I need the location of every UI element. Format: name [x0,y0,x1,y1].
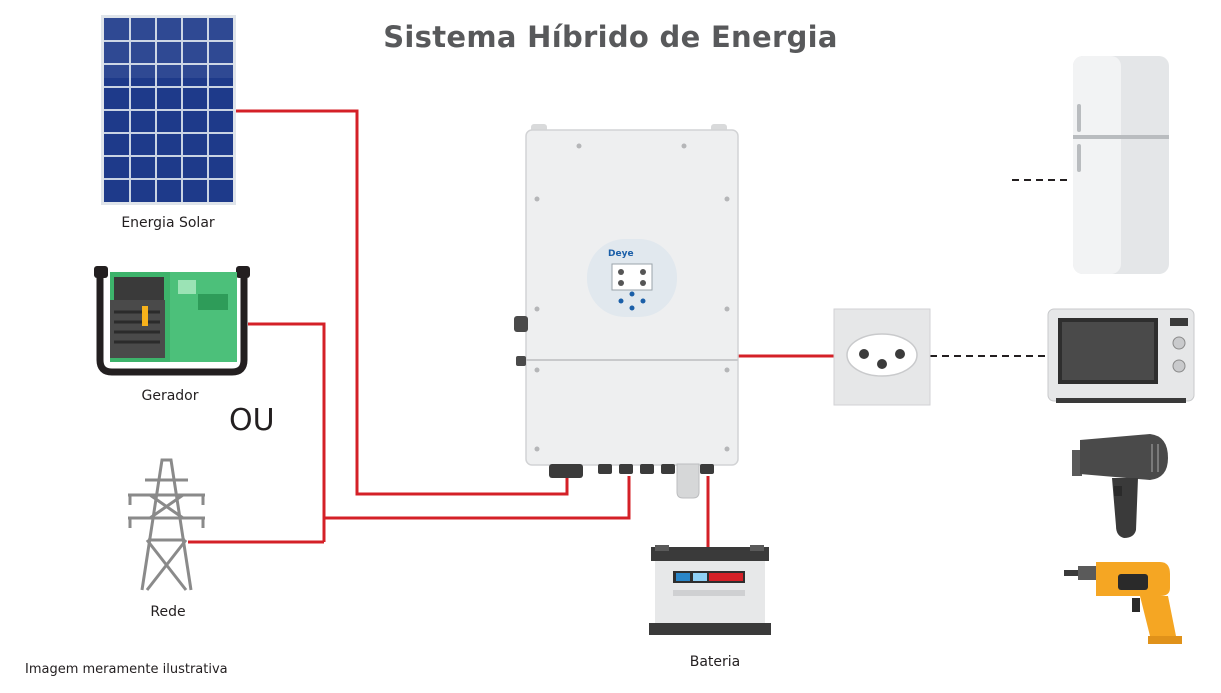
grid-inverter-wire [324,476,631,520]
generator-label: Gerador [141,388,199,404]
load-wires [930,179,1068,357]
or-label: OU [229,403,275,438]
refrigerator-icon [1073,56,1169,274]
microwave-icon [1047,308,1195,403]
battery-icon [649,545,771,635]
generator-icon [94,266,250,376]
hair-dryer-icon [1072,434,1168,538]
generator-wire [248,322,326,542]
solar-panel-icon [101,15,236,205]
inverter-brand-logo: Deye [608,249,634,259]
transmission-tower-icon [128,458,205,591]
diagram-title: Sistema Híbrido de Energia [383,20,838,54]
hybrid-inverter: Deye [514,124,739,499]
grid-label: Rede [150,604,186,620]
wall-outlet-icon [833,308,931,406]
battery-label: Bateria [689,654,741,670]
power-drill-icon [1064,562,1182,644]
power-wires [188,109,834,547]
solar-wire [236,109,569,496]
solar-label: Energia Solar [121,215,215,231]
disclaimer-footnote: Imagem meramente ilustrativa [25,662,228,677]
